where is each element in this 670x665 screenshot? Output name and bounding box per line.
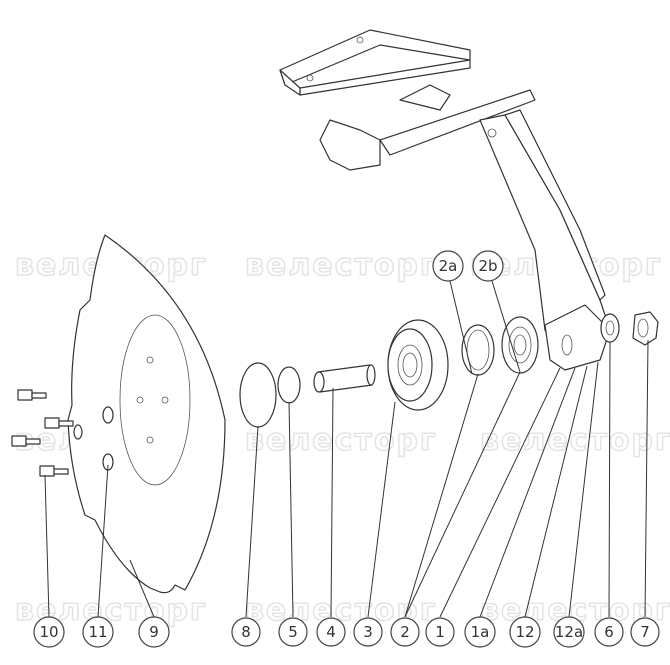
cutting-disc — [67, 234, 226, 594]
svg-text:1: 1 — [435, 623, 445, 641]
svg-text:велесторг: велесторг — [245, 248, 438, 283]
washer-6 — [600, 313, 620, 343]
hub — [387, 319, 449, 411]
svg-text:2: 2 — [400, 623, 410, 641]
svg-text:9: 9 — [149, 623, 159, 641]
svg-text:12a: 12a — [555, 623, 583, 641]
bolts — [11, 389, 74, 477]
o-ring — [239, 362, 277, 428]
callout-3: 3 — [353, 617, 383, 647]
svg-text:велесторг: велесторг — [245, 423, 438, 458]
callout-1a: 1a — [464, 616, 496, 648]
svg-text:11: 11 — [88, 623, 107, 641]
washers — [73, 406, 114, 471]
svg-text:12: 12 — [515, 623, 534, 641]
mounting-bracket — [279, 29, 611, 371]
svg-text:5: 5 — [288, 623, 298, 641]
svg-text:6: 6 — [604, 623, 614, 641]
svg-text:велесторг: велесторг — [480, 423, 670, 458]
cap-seal — [277, 366, 301, 404]
svg-text:2a: 2a — [439, 257, 458, 275]
callout-12a: 12a — [553, 616, 585, 648]
callout-12: 12 — [509, 616, 541, 648]
callout-11: 11 — [82, 616, 114, 648]
callout-2a: 2a — [432, 250, 464, 282]
callout-2b: 2b — [472, 250, 504, 282]
nut — [632, 311, 659, 346]
callout-6: 6 — [594, 617, 624, 647]
axle — [313, 364, 376, 393]
callout-9: 9 — [138, 616, 170, 648]
svg-text:3: 3 — [363, 623, 373, 641]
leader-lines — [44, 280, 649, 618]
callout-4: 4 — [316, 617, 346, 647]
callout-10: 10 — [33, 616, 65, 648]
callout-5: 5 — [278, 617, 308, 647]
callout-2: 2 — [390, 617, 420, 647]
svg-text:7: 7 — [640, 623, 650, 641]
bearing — [501, 316, 539, 374]
svg-text:4: 4 — [326, 623, 336, 641]
svg-text:10: 10 — [39, 623, 58, 641]
svg-text:2b: 2b — [478, 257, 497, 275]
callout-8: 8 — [231, 617, 261, 647]
svg-text:1a: 1a — [471, 623, 490, 641]
svg-text:8: 8 — [241, 623, 251, 641]
callout-7: 7 — [630, 617, 660, 647]
callout-1: 1 — [425, 617, 455, 647]
